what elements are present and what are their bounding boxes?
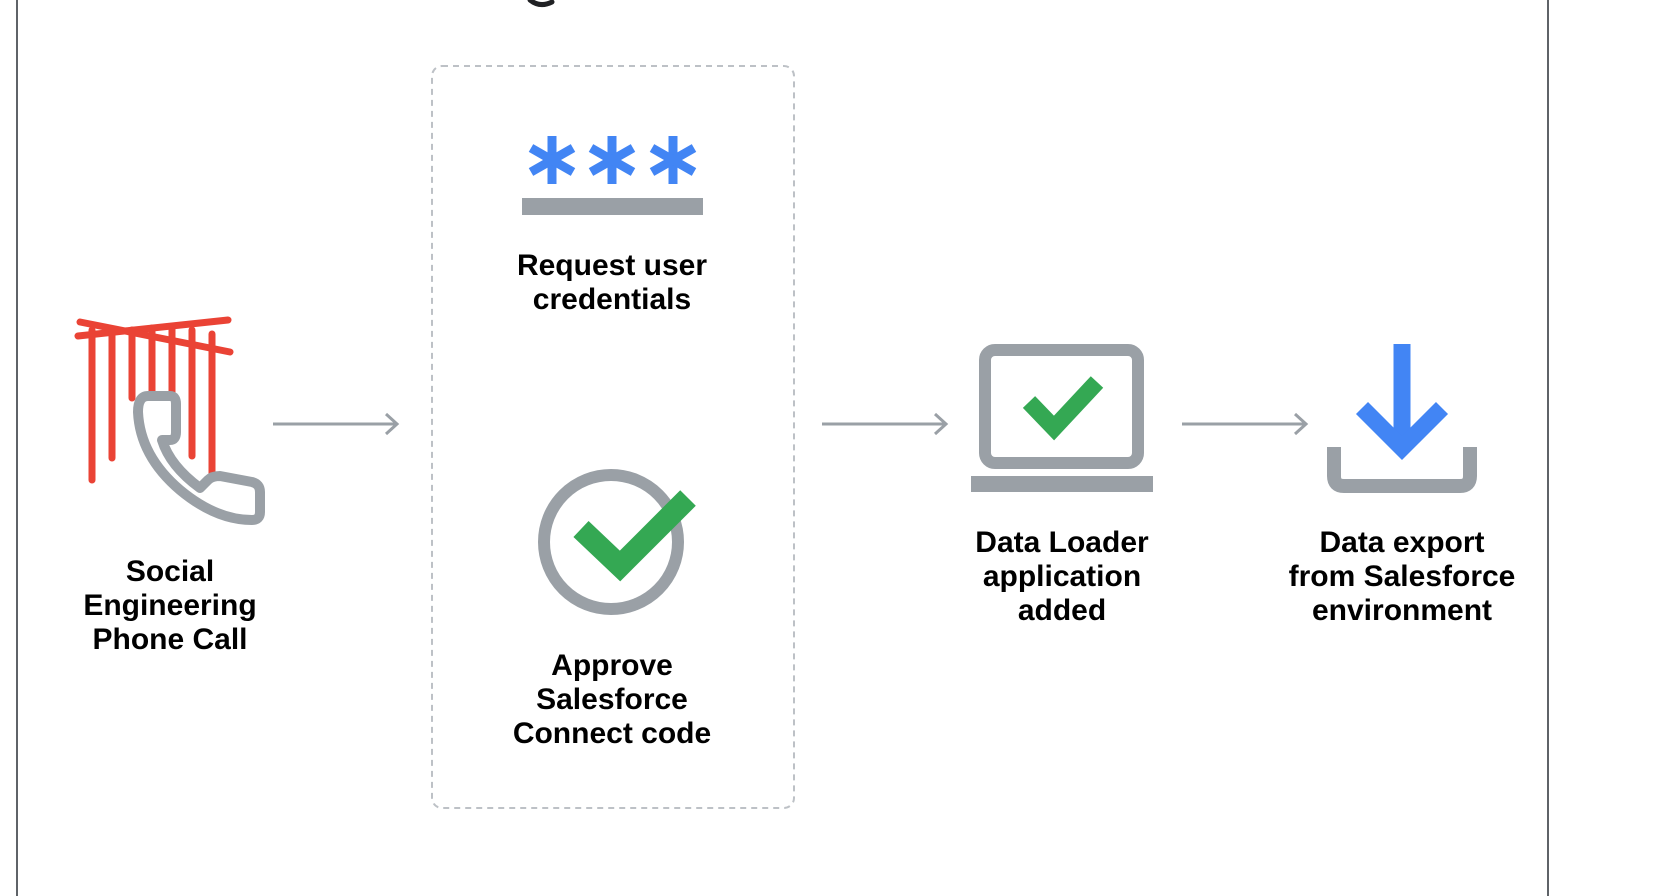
password-asterisks-icon <box>522 136 703 215</box>
label-approve-code: Approve Salesforce Connect code <box>512 649 712 750</box>
diagram-frame <box>16 0 1549 896</box>
diagram-canvas <box>74 0 1477 809</box>
arrow-1 <box>273 412 400 436</box>
check-circle-icon <box>538 469 696 615</box>
cropped-title-glyph <box>527 0 555 8</box>
label-data-loader: Data Loader application added <box>975 526 1149 627</box>
laptop-check-icon <box>971 344 1153 492</box>
download-icon <box>1327 344 1477 493</box>
credentials-group-box <box>431 65 795 809</box>
arrow-2 <box>822 412 949 436</box>
label-request-credentials: Request user credentials <box>516 249 708 316</box>
label-data-export: Data export from Salesforce environment <box>1288 526 1516 627</box>
phone-ringing-icon <box>74 316 265 525</box>
label-phone-call: Social Engineering Phone Call <box>83 555 257 656</box>
arrow-3 <box>1182 412 1309 436</box>
